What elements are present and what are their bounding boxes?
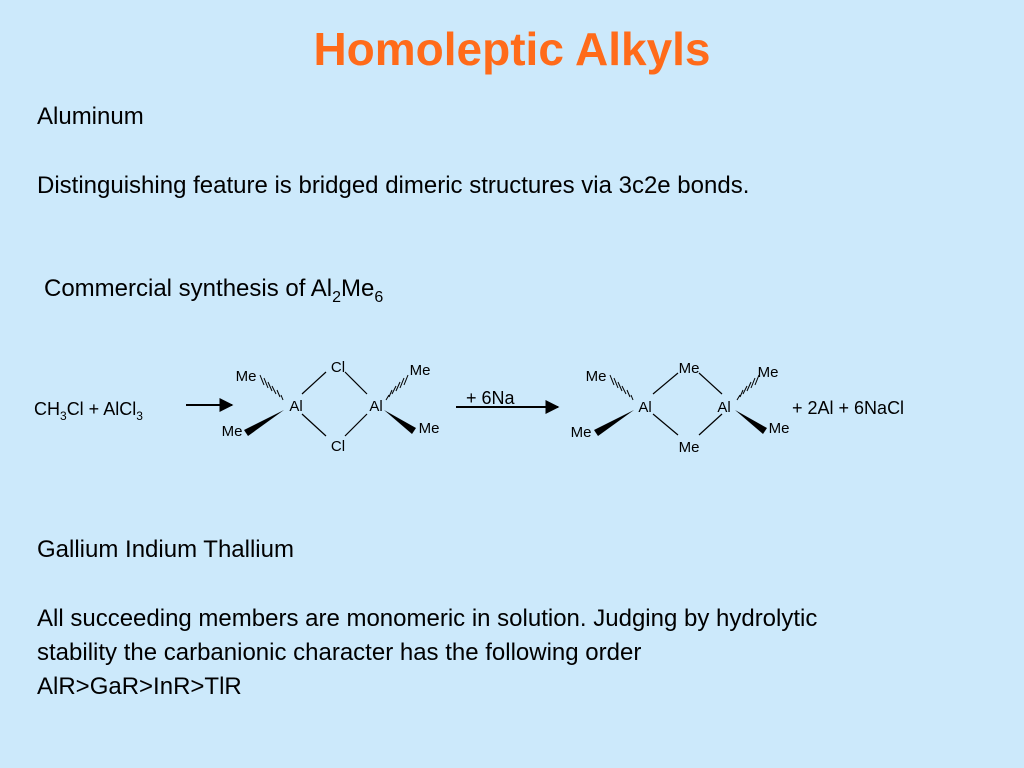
reactants: CH3Cl + AlCl3 [34,399,143,423]
svg-text:Me: Me [769,420,790,437]
methyl-bridged-dimer: Al Al Me Me Me Me Me Me [571,360,790,456]
svg-text:Al: Al [289,398,302,415]
slide-title: Homoleptic Alkyls [313,23,711,75]
svg-text:Me: Me [758,364,779,381]
group13-text-line2: stability the carbanionic character has … [37,639,642,666]
group13-heading: Gallium Indium Thallium [37,536,294,563]
svg-text:Me: Me [419,420,440,437]
svg-text:Me: Me [236,368,257,385]
svg-text:Cl: Cl [331,438,345,455]
group13-text-line1: All succeeding members are monomeric in … [37,605,818,632]
reagent-label: + 6Na [466,388,516,408]
byproducts: + 2Al + 6NaCl [792,398,904,418]
aluminum-heading: Aluminum [37,103,144,130]
svg-text:Me: Me [410,362,431,379]
reaction-scheme: CH3Cl + AlCl3 Al Al Cl Cl Me Me Me Me [34,359,904,456]
aluminum-feature-text: Distinguishing feature is bridged dimeri… [37,172,750,199]
svg-text:Me: Me [571,424,592,441]
svg-text:Me: Me [222,423,243,440]
group13-text-line3: AlR>GaR>InR>TlR [37,673,242,700]
svg-text:Me: Me [586,368,607,385]
synthesis-label: Commercial synthesis of Al2Me6 [44,275,384,306]
svg-text:Me: Me [679,360,700,377]
svg-text:Al: Al [717,399,730,416]
svg-text:Me: Me [679,439,700,456]
svg-text:Al: Al [369,398,382,415]
svg-text:Cl: Cl [331,359,345,376]
chloro-bridged-dimer: Al Al Cl Cl Me Me Me Me [222,359,440,455]
svg-text:Al: Al [638,399,651,416]
